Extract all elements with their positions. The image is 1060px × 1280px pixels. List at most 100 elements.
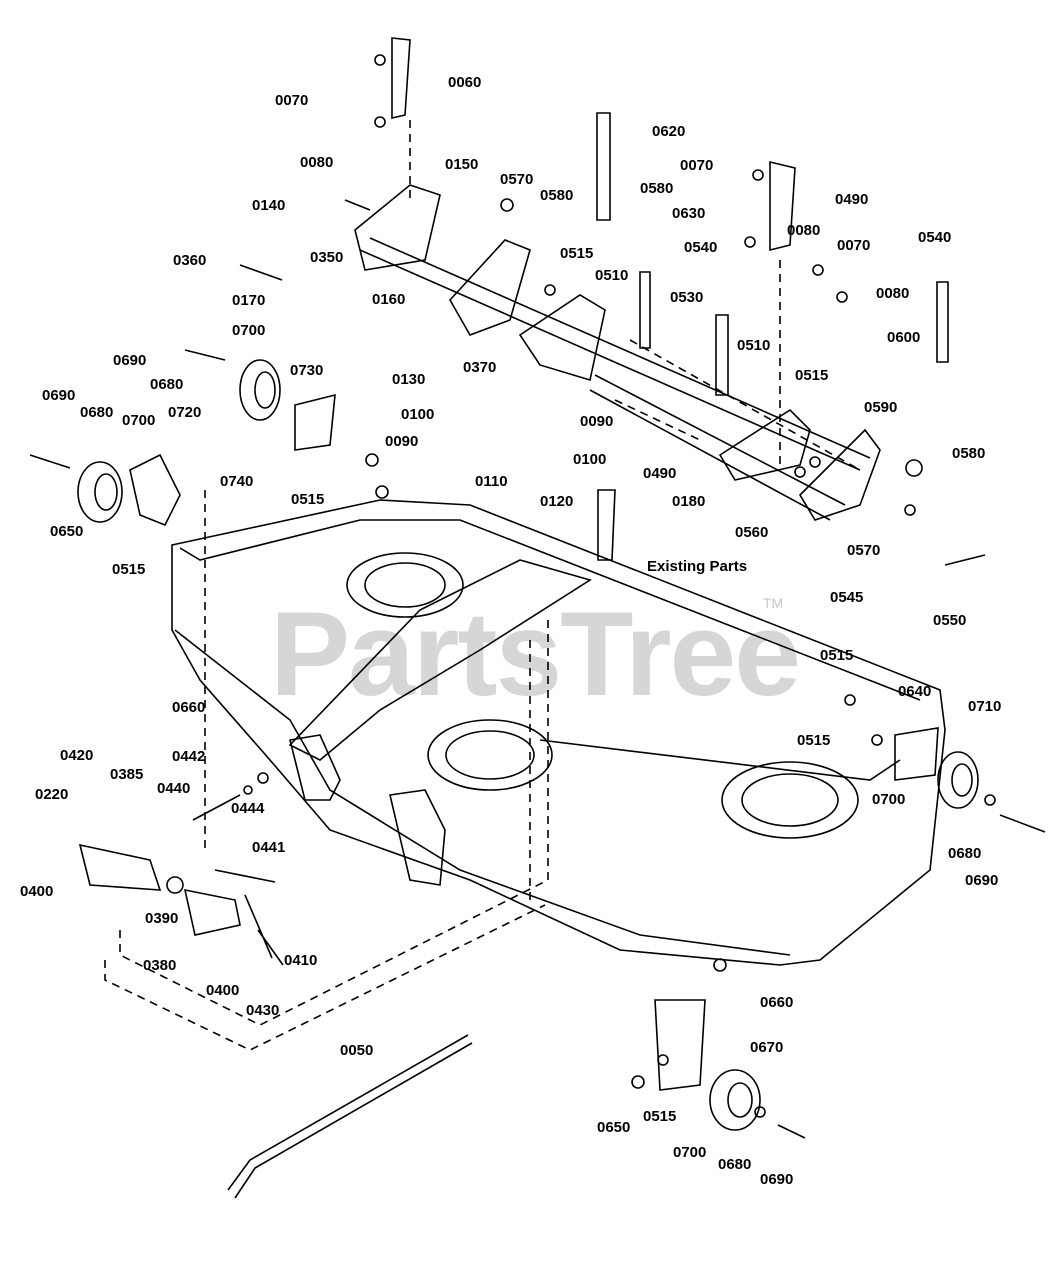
- part-label: 0070: [680, 157, 714, 174]
- wheel-0700-right: [937, 751, 979, 809]
- part-label: 0070: [275, 92, 309, 109]
- part-label: 0080: [300, 154, 334, 171]
- part-label: 0680: [150, 376, 184, 393]
- wheel-0700-bottom: [709, 1069, 761, 1131]
- part-label: 0120: [540, 493, 574, 510]
- part-label: 0110: [475, 473, 508, 490]
- bracket-0730: [294, 393, 336, 451]
- part-label: 0515: [795, 367, 829, 384]
- deck-rail: [288, 559, 592, 761]
- part-label: 0650: [597, 1119, 631, 1136]
- part-label: 0090: [580, 413, 614, 430]
- part-label: 0690: [965, 872, 999, 889]
- part-label: 0720: [168, 404, 202, 421]
- rear-shaft: [589, 374, 846, 521]
- part-label: 0080: [787, 222, 821, 239]
- part-label: 0550: [933, 612, 967, 629]
- deck-top-edge: [179, 519, 921, 701]
- part-label: 0540: [918, 229, 952, 246]
- part-label: 0570: [847, 542, 881, 559]
- part-label: 0515: [820, 647, 854, 664]
- part-label: 0490: [835, 191, 869, 208]
- watermark-text: PartsTree: [270, 587, 801, 721]
- part-label: 0080: [876, 285, 910, 302]
- part-label: 0350: [310, 249, 344, 266]
- part-label: 0530: [670, 289, 704, 306]
- part-label: 0100: [401, 406, 435, 423]
- part-label: 0420: [60, 747, 94, 764]
- part-label: 0560: [735, 524, 769, 541]
- part-label: 0690: [42, 387, 76, 404]
- bracket-0490-mid: [597, 489, 616, 561]
- spindle-left: [346, 552, 464, 618]
- lift-shaft: [359, 237, 871, 471]
- part-label: 0380: [143, 957, 177, 974]
- part-label: 0600: [887, 329, 921, 346]
- part-label: 0220: [35, 786, 69, 803]
- watermark-trademark: TM: [763, 595, 784, 611]
- part-label: 0515: [797, 732, 831, 749]
- part-label: 0060: [448, 74, 482, 91]
- part-label: 0070: [837, 237, 871, 254]
- rod-0050: [227, 1034, 473, 1199]
- part-label: 0680: [718, 1156, 752, 1173]
- part-label: 0441: [252, 839, 286, 856]
- part-label: 0700: [872, 791, 906, 808]
- part-label: 0515: [112, 561, 146, 578]
- bracket-0380: [78, 843, 162, 891]
- part-label: 0570: [500, 171, 534, 188]
- part-label: 0700: [673, 1144, 707, 1161]
- part-label: 0430: [246, 1002, 280, 1019]
- wheel-0700-top: [239, 359, 281, 421]
- part-label: 0440: [157, 780, 191, 797]
- part-label: 0385: [110, 766, 144, 783]
- part-label: 0580: [540, 187, 574, 204]
- part-label: 0690: [113, 352, 147, 369]
- part-label: 0150: [445, 156, 479, 173]
- bracket-0640: [894, 727, 939, 781]
- part-label: 0442: [172, 748, 206, 765]
- part-label: 0390: [145, 910, 179, 927]
- deck-rail-2: [539, 739, 901, 781]
- part-label: 0400: [206, 982, 240, 999]
- bracket-0060: [391, 37, 411, 120]
- part-label: 0670: [750, 1039, 784, 1056]
- part-label: 0580: [640, 180, 674, 197]
- existing-parts-note: Existing Parts: [647, 558, 748, 575]
- part-label: 0180: [672, 493, 706, 510]
- part-label: 0515: [643, 1108, 677, 1125]
- part-label: 0160: [372, 291, 406, 308]
- part-label: 0630: [672, 205, 706, 222]
- part-label: 0620: [652, 123, 686, 140]
- part-label: 0444: [231, 800, 265, 817]
- wheel-0700-left: [77, 461, 123, 523]
- deck-skirt: [174, 629, 791, 956]
- bracket-0490-top: [769, 160, 796, 252]
- part-label: 0490: [643, 465, 677, 482]
- part-label: 0730: [290, 362, 324, 379]
- part-label: 0515: [560, 245, 594, 262]
- part-label: 0680: [948, 845, 982, 862]
- part-label: 0545: [830, 589, 864, 606]
- part-label: 0680: [80, 404, 114, 421]
- part-label: 0515: [291, 491, 325, 508]
- part-label: 0660: [760, 994, 794, 1011]
- deck-shell: [171, 499, 946, 966]
- spindle-right: [721, 761, 859, 839]
- part-label: 0370: [463, 359, 497, 376]
- part-label: 0660: [172, 699, 206, 716]
- part-label: 0710: [968, 698, 1002, 715]
- part-label: 0510: [737, 337, 771, 354]
- part-label: 0360: [173, 252, 207, 269]
- part-label: 0740: [220, 473, 254, 490]
- part-label: 0170: [232, 292, 266, 309]
- part-label: 0700: [232, 322, 266, 339]
- part-label: 0140: [252, 197, 286, 214]
- part-label: 0410: [284, 952, 318, 969]
- part-label: 0400: [20, 883, 54, 900]
- part-label: 0590: [864, 399, 898, 416]
- part-label: 0690: [760, 1171, 794, 1188]
- part-label: 0580: [952, 445, 986, 462]
